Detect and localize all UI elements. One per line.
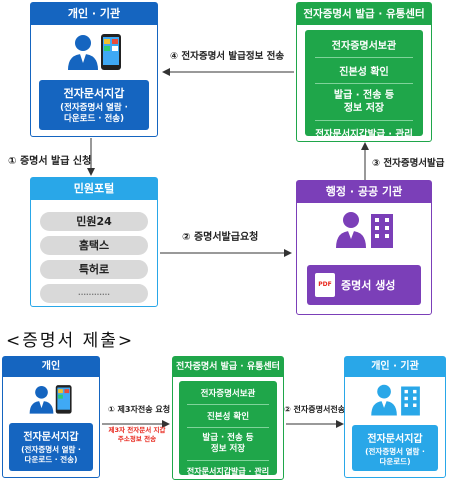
portal-header: 민원포털 — [31, 178, 157, 200]
wallet-title: 전자문서지갑 — [63, 87, 125, 100]
person-building-icon — [367, 381, 425, 425]
arrow-4 — [162, 62, 294, 81]
doc-generate-label: 증명서 생성 — [341, 279, 396, 292]
center-box-header: 전자증명서 발급 · 유통센터 — [297, 3, 431, 25]
arrow-3 — [360, 142, 370, 184]
doc-generate-box: PDF 증명서 생성 — [307, 265, 421, 305]
center-box-body: 전자증명서보관 진본성 확인 발급 · 전송 등 정보 저장 전자문서지갑발급 … — [305, 30, 423, 140]
portal-item: 민원24 — [40, 212, 148, 231]
wallet-subtitle: (전자증명서 열람 · 다운로드 · 전송) — [21, 445, 81, 464]
person-building-icon — [331, 208, 399, 258]
arrow-b1-label: ① 제3자전송 요청 — [108, 405, 171, 414]
arrow-3-label: ③ 전자증명서발급 — [372, 158, 445, 169]
agency-box-bottom: 개인 · 기관 전자문서지갑 (전자증명서 열람 · 다운로드) — [344, 356, 446, 478]
center-item: 전자증명서보관 — [200, 389, 256, 399]
person-phone-icon — [61, 30, 129, 82]
arrow-2 — [160, 243, 292, 262]
arrow-1-label: ① 증명서 발급 신청 — [8, 156, 92, 167]
portal-item: 특허로 — [40, 260, 148, 279]
individual-box-top: 개인 · 기관 전자문서지갑 (전자증명서 열람 · 다운로드 · 전송) — [30, 2, 158, 137]
center-bottom-header: 전자증명서 발급 · 유통센터 — [173, 357, 283, 377]
arrow-b2 — [286, 414, 344, 433]
center-item: 전자증명서보관 — [331, 41, 397, 52]
arrow-b2-label: ② 전자증명서전송 — [284, 405, 346, 414]
individual-box-bottom: 개인 전자문서지갑 (전자증명서 열람 · 다운로드 · 전송) — [2, 356, 100, 478]
portal-item: 홈택스 — [40, 236, 148, 255]
wallet-subtitle: (전자증명서 열람 · 다운로드) — [365, 447, 425, 466]
wallet-title: 전자문서지갑 — [367, 434, 423, 445]
wallet-inner-box-bottom: 전자문서지갑 (전자증명서 열람 · 다운로드 · 전송) — [9, 423, 93, 471]
center-item: 전자문서지갑발급 · 관리 — [315, 129, 413, 140]
pdf-tag: PDF — [318, 281, 332, 288]
arrow-b1 — [102, 414, 170, 433]
section-title: <증명서 제출> — [6, 331, 135, 351]
center-item: 진본성 확인 — [206, 412, 250, 422]
wallet-inner-box: 전자문서지갑 (전자증명서 열람 · 다운로드 · 전송) — [39, 80, 149, 130]
pdf-icon: PDF — [315, 273, 335, 297]
center-bottom-body: 전자증명서보관 진본성 확인 발급 · 전송 등 정보 저장 전자문서지갑발급 … — [179, 381, 277, 476]
center-item: 발급 · 전송 등 정보 저장 — [202, 433, 254, 454]
wallet-title: 전자문서지갑 — [23, 432, 79, 443]
wallet-subtitle: (전자증명서 열람 · 다운로드 · 전송) — [60, 103, 128, 124]
arrow-1 — [86, 138, 96, 180]
portal-item: ............ — [40, 284, 148, 303]
portal-box: 민원포털 민원24 홈택스 특허로 ............ — [30, 177, 158, 307]
person-phone-icon — [23, 382, 79, 424]
agency-bottom-header: 개인 · 기관 — [345, 357, 445, 377]
center-item: 전자문서지갑발급 · 관리 — [186, 467, 270, 476]
individual-box-header: 개인 · 기관 — [31, 3, 157, 25]
arrow-2-label: ② 증명서발급요청 — [182, 232, 259, 243]
wallet-inner-box-agency: 전자문서지갑 (전자증명서 열람 · 다운로드) — [352, 425, 438, 471]
center-item: 발급 · 전송 등 정보 저장 — [333, 90, 395, 114]
arrow-4-label: ④ 전자증명서 발급정보 전송 — [170, 51, 285, 62]
center-box-bottom: 전자증명서 발급 · 유통센터 전자증명서보관 진본성 확인 발급 · 전송 등… — [172, 356, 284, 480]
agency-header: 행정 · 공공 기관 — [297, 181, 431, 203]
center-box-top: 전자증명서 발급 · 유통센터 전자증명서보관 진본성 확인 발급 · 전송 등… — [296, 2, 432, 142]
agency-box-top: 행정 · 공공 기관 PDF 증명서 생성 — [296, 180, 432, 315]
arrow-b1-note: 제3자 전자문서 지갑 주소정보 전송 — [108, 426, 166, 443]
individual-bottom-header: 개인 — [3, 357, 99, 377]
center-item: 진본성 확인 — [339, 67, 389, 78]
